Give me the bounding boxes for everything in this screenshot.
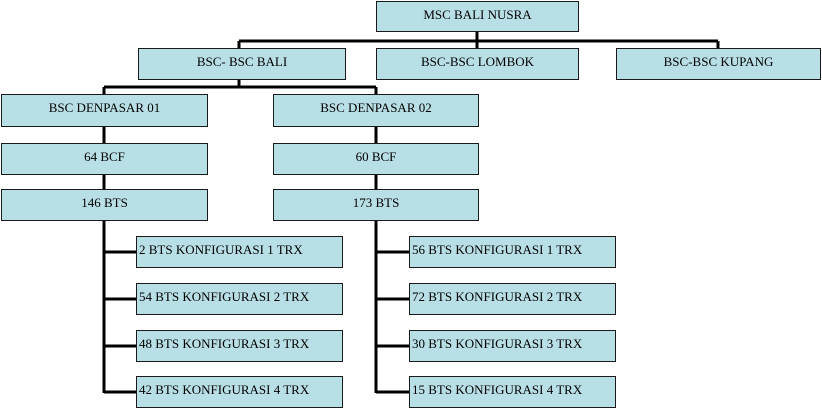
node-msc-bali-nusra: MSC BALI NUSRA bbox=[376, 1, 579, 32]
node-config-02-1: 56 BTS KONFIGURASI 1 TRX bbox=[409, 236, 616, 268]
node-bsc-denpasar-02: BSC DENPASAR 02 bbox=[273, 94, 479, 127]
node-bcf-01: 64 BCF bbox=[1, 143, 208, 175]
node-config-01-4: 42 BTS KONFIGURASI 4 TRX bbox=[136, 376, 343, 408]
node-bsc-denpasar-01: BSC DENPASAR 01 bbox=[1, 94, 208, 127]
node-bsc-lombok: BSC-BSC LOMBOK bbox=[376, 48, 579, 80]
node-bts-01: 146 BTS bbox=[1, 189, 208, 221]
node-config-01-3: 48 BTS KONFIGURASI 3 TRX bbox=[136, 330, 343, 362]
node-config-02-3: 30 BTS KONFIGURASI 3 TRX bbox=[409, 330, 616, 362]
node-bsc-bali: BSC- BSC BALI bbox=[138, 48, 346, 80]
node-bcf-02: 60 BCF bbox=[273, 143, 479, 175]
node-bts-02: 173 BTS bbox=[273, 189, 479, 221]
node-config-02-4: 15 BTS KONFIGURASI 4 TRX bbox=[409, 376, 616, 408]
node-config-02-2: 72 BTS KONFIGURASI 2 TRX bbox=[409, 283, 616, 315]
node-bsc-kupang: BSC-BSC KUPANG bbox=[616, 48, 821, 80]
node-config-01-1: 2 BTS KONFIGURASI 1 TRX bbox=[136, 236, 343, 268]
node-config-01-2: 54 BTS KONFIGURASI 2 TRX bbox=[136, 283, 343, 315]
